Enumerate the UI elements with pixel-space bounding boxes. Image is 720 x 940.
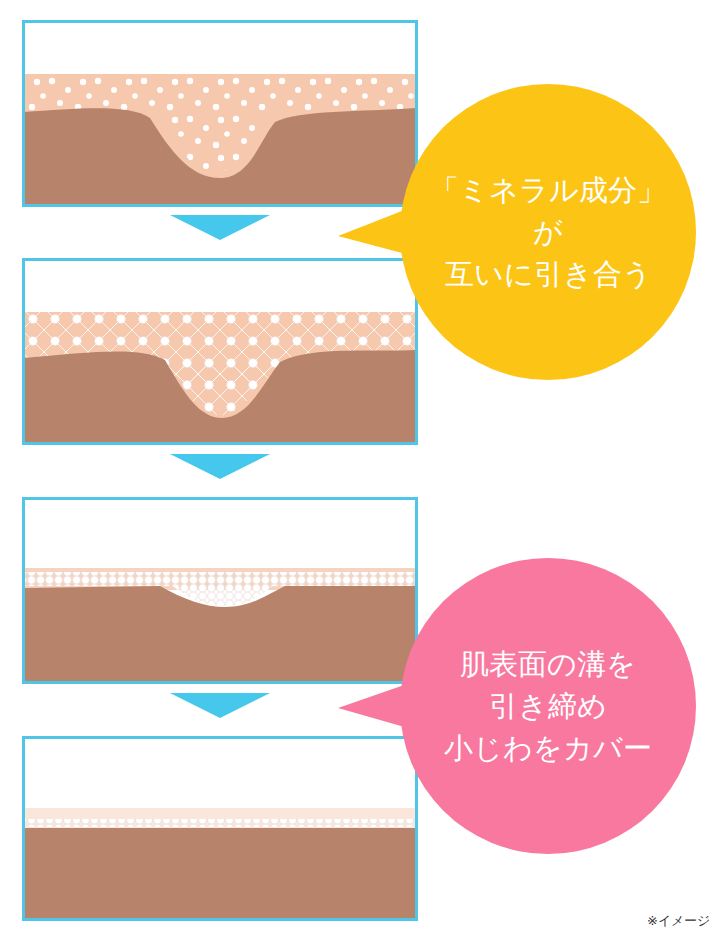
bubble-text: 肌表面の溝を 引き締め 小じわをカバー [444, 643, 652, 769]
panel-frame [24, 22, 417, 206]
note-label: ※イメージ [647, 912, 710, 930]
panel-frame [24, 738, 417, 920]
skin-panel-3 [24, 499, 416, 682]
skin-panel-1 [24, 22, 416, 205]
skin-panel-2 [24, 260, 416, 443]
skin-panel-4 [24, 738, 416, 919]
down-arrow [170, 693, 270, 718]
speech-bubble: 肌表面の溝を 引き締め 小じわをカバー [400, 558, 696, 854]
bubble-text: 「ミネラル成分」 が 互いに引き合う [430, 169, 666, 295]
panel-frame [24, 260, 417, 444]
speech-bubble: 「ミネラル成分」 が 互いに引き合う [400, 84, 696, 380]
panel-frame [24, 499, 417, 683]
down-arrow [170, 454, 270, 479]
down-arrow [170, 215, 270, 240]
